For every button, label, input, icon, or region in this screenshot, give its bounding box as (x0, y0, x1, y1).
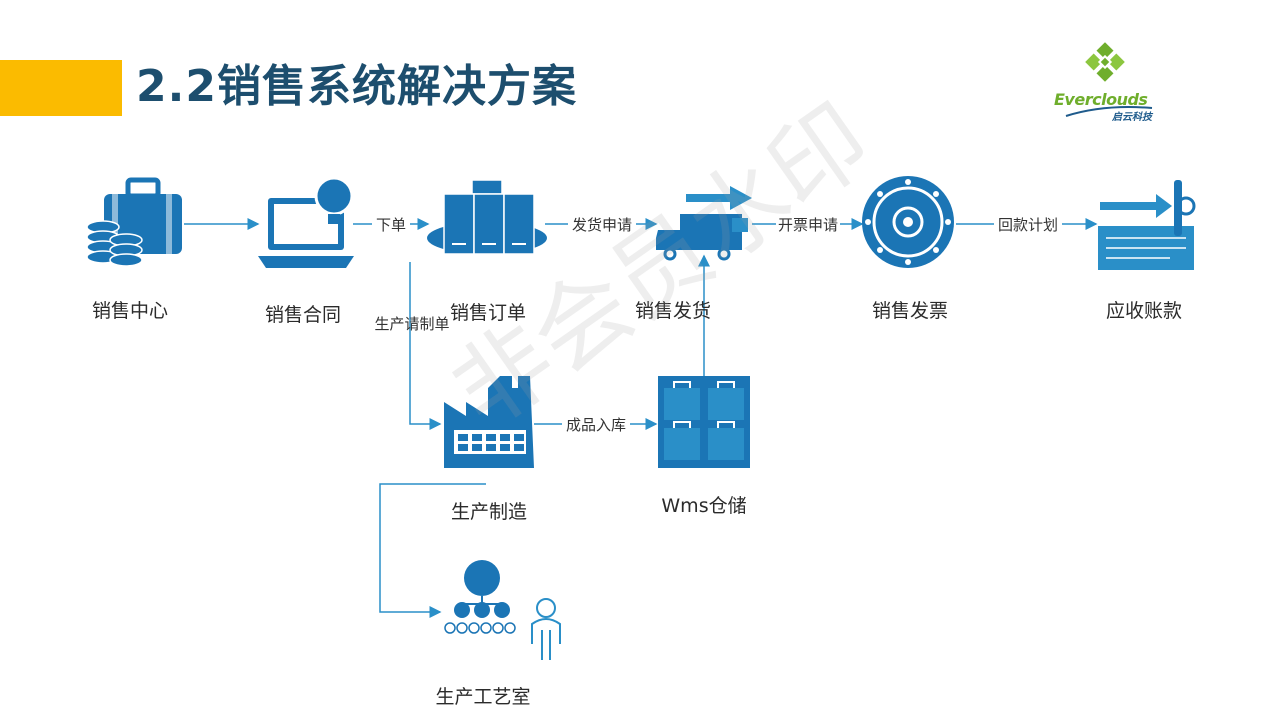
logo-wordmark: Everclouds (1054, 90, 1148, 109)
node-label-receivables: 应收账款 (1105, 300, 1183, 322)
check-pen-icon (1098, 180, 1196, 270)
company-logo: Everclouds 启云科技 (1050, 36, 1160, 123)
factory-icon (444, 376, 534, 468)
node-label-sales-center: 销售中心 (91, 300, 169, 322)
page-title: 2.2销售系统解决方案 (136, 61, 577, 112)
node-label-sales-invoice: 销售发票 (871, 300, 949, 322)
edge-label-finished-goods-in: 成品入库 (565, 416, 627, 434)
briefcase-coins-icon (86, 177, 182, 267)
warehouse-boxes-icon (658, 376, 750, 468)
delivery-truck-icon (656, 186, 752, 261)
edge-label-shipping-request: 发货申请 (571, 216, 633, 234)
node-label-sales-contract: 销售合同 (264, 304, 342, 326)
logo-chinese-name: 启云科技 (1112, 112, 1152, 123)
edge-label-production-request: 生产请制单 (374, 315, 450, 333)
edge-label-invoice-request: 开票申请 (777, 216, 839, 234)
vault-dial-icon (862, 176, 954, 268)
laptop-idea-icon (258, 176, 354, 268)
flow-connectors (184, 218, 1098, 618)
logo-diamond-icon (1085, 42, 1125, 82)
node-label-sales-order: 销售订单 (449, 302, 527, 324)
org-hierarchy-icon (444, 560, 561, 660)
logo-swoosh-icon (1065, 106, 1153, 117)
node-label-wms: Wms仓储 (661, 495, 747, 517)
node-label-sales-delivery: 销售发货 (634, 300, 712, 322)
node-label-manufacturing: 生产制造 (450, 501, 528, 523)
edge-label-place-order: 下单 (375, 216, 407, 234)
edge-label-payment-plan: 回款计划 (997, 216, 1059, 234)
title-accent-bar (0, 60, 122, 116)
node-label-process-room: 生产工艺室 (435, 686, 531, 708)
server-stack-icon (427, 179, 547, 255)
